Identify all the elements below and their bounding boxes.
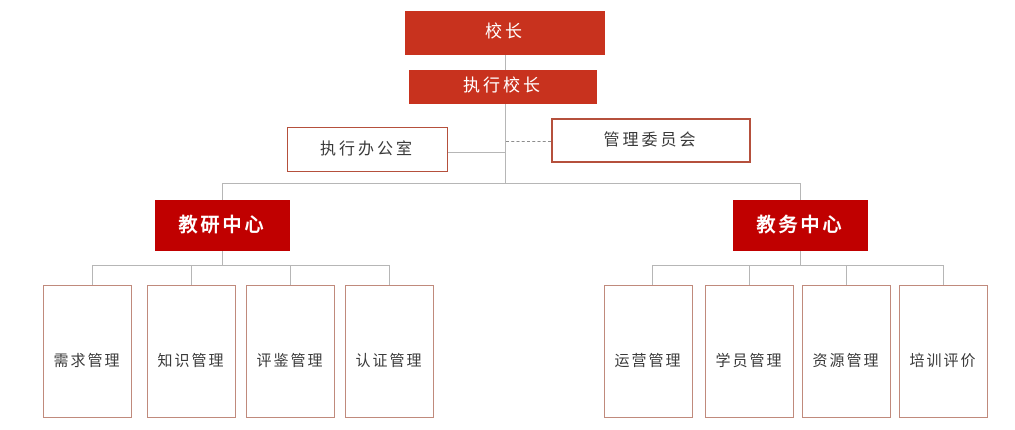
node-knowledge-management-label: 知识管理 bbox=[157, 351, 226, 370]
node-executive-office[interactable]: 执行办公室 bbox=[287, 127, 448, 172]
node-demand-management-label: 需求管理 bbox=[53, 351, 122, 370]
node-student-management[interactable]: 学员管理 bbox=[705, 285, 794, 418]
node-training-evaluation-label: 培训评价 bbox=[909, 351, 978, 370]
connector-research-drop-4 bbox=[389, 265, 390, 286]
node-research-center-label: 教研中心 bbox=[178, 213, 267, 236]
node-demand-management[interactable]: 需求管理 bbox=[43, 285, 132, 418]
connector-bus-to-research-center bbox=[222, 183, 223, 201]
node-evaluation-management-label: 评鉴管理 bbox=[256, 351, 325, 370]
connector-academic-drop-2 bbox=[749, 265, 750, 286]
node-management-committee[interactable]: 管理委员会 bbox=[551, 118, 751, 163]
node-resource-management-label: 资源管理 bbox=[812, 351, 881, 370]
node-certification-management-label: 认证管理 bbox=[355, 351, 424, 370]
node-certification-management[interactable]: 认证管理 bbox=[345, 285, 434, 418]
node-training-evaluation[interactable]: 培训评价 bbox=[899, 285, 988, 418]
node-executive-principal[interactable]: 执行校长 bbox=[409, 70, 597, 104]
connector-academic-drop-1 bbox=[652, 265, 653, 286]
node-principal[interactable]: 校长 bbox=[405, 11, 605, 55]
node-operations-management-label: 运营管理 bbox=[614, 351, 683, 370]
node-academic-center[interactable]: 教务中心 bbox=[733, 200, 868, 251]
connector-research-drop-2 bbox=[191, 265, 192, 286]
connector-to-management-committee bbox=[506, 141, 551, 142]
connector-academic-stub bbox=[800, 251, 801, 266]
node-operations-management[interactable]: 运营管理 bbox=[604, 285, 693, 418]
connector-research-drop-3 bbox=[290, 265, 291, 286]
node-research-center[interactable]: 教研中心 bbox=[155, 200, 290, 251]
connector-research-stub bbox=[222, 251, 223, 266]
connector-bus-to-academic-center bbox=[800, 183, 801, 201]
node-academic-center-label: 教务中心 bbox=[756, 213, 845, 236]
connector-center-bus bbox=[222, 183, 801, 184]
node-executive-office-label: 执行办公室 bbox=[319, 139, 415, 159]
connector-academic-drop-3 bbox=[846, 265, 847, 286]
connector-research-bar bbox=[92, 265, 389, 266]
node-executive-principal-label: 执行校长 bbox=[463, 76, 543, 97]
connector-academic-drop-4 bbox=[943, 265, 944, 286]
node-management-committee-label: 管理委员会 bbox=[603, 130, 699, 150]
connector-academic-bar bbox=[652, 265, 944, 266]
connector-research-drop-1 bbox=[92, 265, 93, 286]
node-resource-management[interactable]: 资源管理 bbox=[802, 285, 891, 418]
connector-executive-trunk bbox=[505, 103, 506, 183]
connector-principal-to-executive bbox=[505, 55, 506, 72]
node-student-management-label: 学员管理 bbox=[715, 351, 784, 370]
connector-to-executive-office bbox=[448, 152, 506, 153]
node-knowledge-management[interactable]: 知识管理 bbox=[147, 285, 236, 418]
node-evaluation-management[interactable]: 评鉴管理 bbox=[246, 285, 335, 418]
node-principal-label: 校长 bbox=[485, 22, 525, 43]
